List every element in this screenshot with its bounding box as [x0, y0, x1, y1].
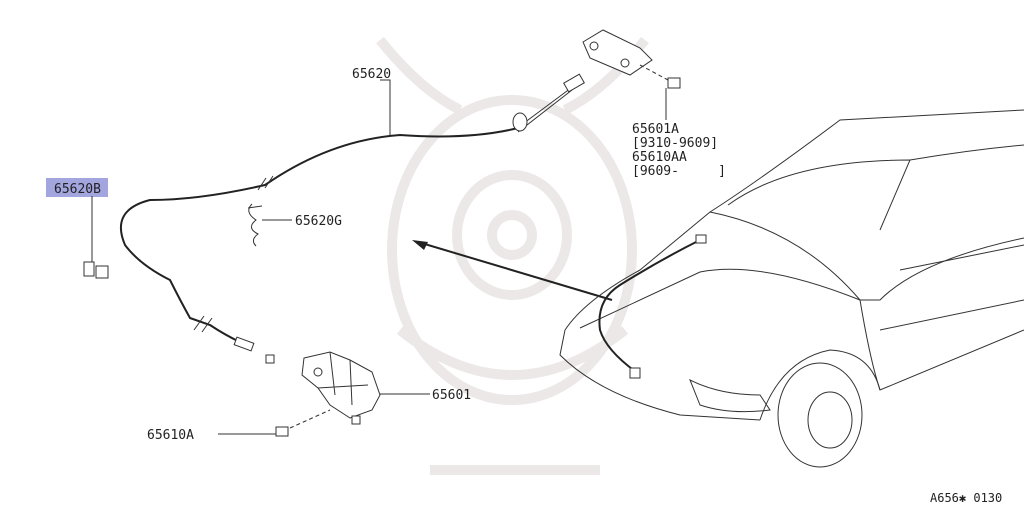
- highlight-box: [46, 178, 108, 197]
- watermark-emblem: [376, 36, 649, 475]
- cable-end-tip: [265, 354, 275, 364]
- lock-bolt: [275, 426, 289, 437]
- label-65601A: 65601A: [632, 122, 679, 137]
- hinge-bolt: [667, 77, 681, 89]
- hinge-bracket: [563, 29, 653, 93]
- arrow-head: [412, 240, 428, 250]
- car-illustration: [559, 109, 1024, 468]
- bolt-axis-upper: [639, 64, 669, 81]
- car-cable-route: [598, 239, 701, 373]
- leader-65620: [380, 79, 391, 135]
- bolt-axis-lower: [289, 409, 331, 429]
- cable-grommet: [512, 112, 528, 132]
- cable-break-mark: [257, 175, 274, 191]
- label-65620G: 65620G: [295, 214, 342, 229]
- location-arrow: [417, 241, 613, 301]
- cable-end-lower: [233, 336, 255, 352]
- label-65601: 65601: [432, 388, 471, 403]
- label-65620: 65620: [352, 67, 391, 82]
- label-65620B: 65620B: [54, 182, 101, 197]
- car-lever-marker: [629, 367, 641, 379]
- figure-code: A656✱ 0130: [930, 491, 1002, 505]
- car-lock-marker: [695, 234, 707, 244]
- cable-clip: [83, 261, 109, 279]
- hood-lock-assembly: [301, 351, 381, 425]
- release-cable: [120, 127, 519, 343]
- label-65610AA: 65610AA: [632, 150, 687, 165]
- label-65610A: 65610A: [147, 428, 194, 443]
- cable-clamp: [247, 203, 263, 247]
- label-65610AA-range: [9609- ]: [632, 164, 726, 179]
- label-65601A-range: [9310-9609]: [632, 136, 718, 151]
- cable-break-mark-2: [193, 315, 213, 333]
